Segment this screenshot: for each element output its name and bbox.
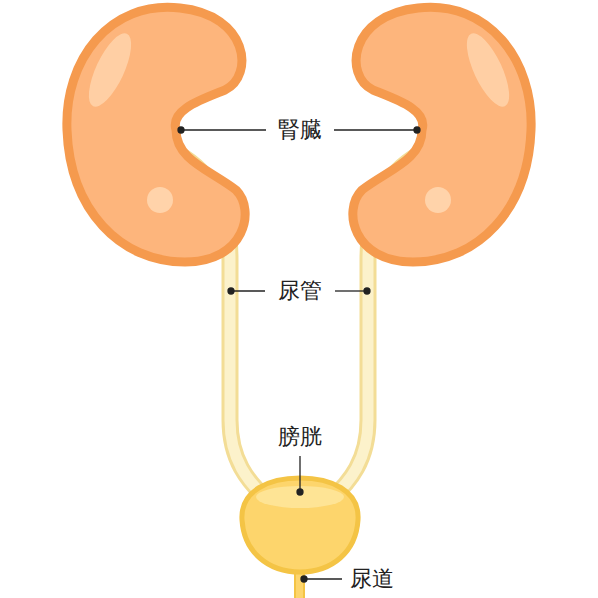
bladder — [242, 478, 358, 572]
organ-label: 膀胱 — [278, 424, 322, 450]
organ-label: 腎臓 — [278, 117, 322, 143]
organ-label: 尿道 — [350, 566, 394, 592]
left-kidney — [67, 7, 245, 262]
leader-lines — [178, 127, 420, 582]
right-kidney — [353, 7, 531, 262]
organ-label: 尿管 — [278, 278, 322, 304]
